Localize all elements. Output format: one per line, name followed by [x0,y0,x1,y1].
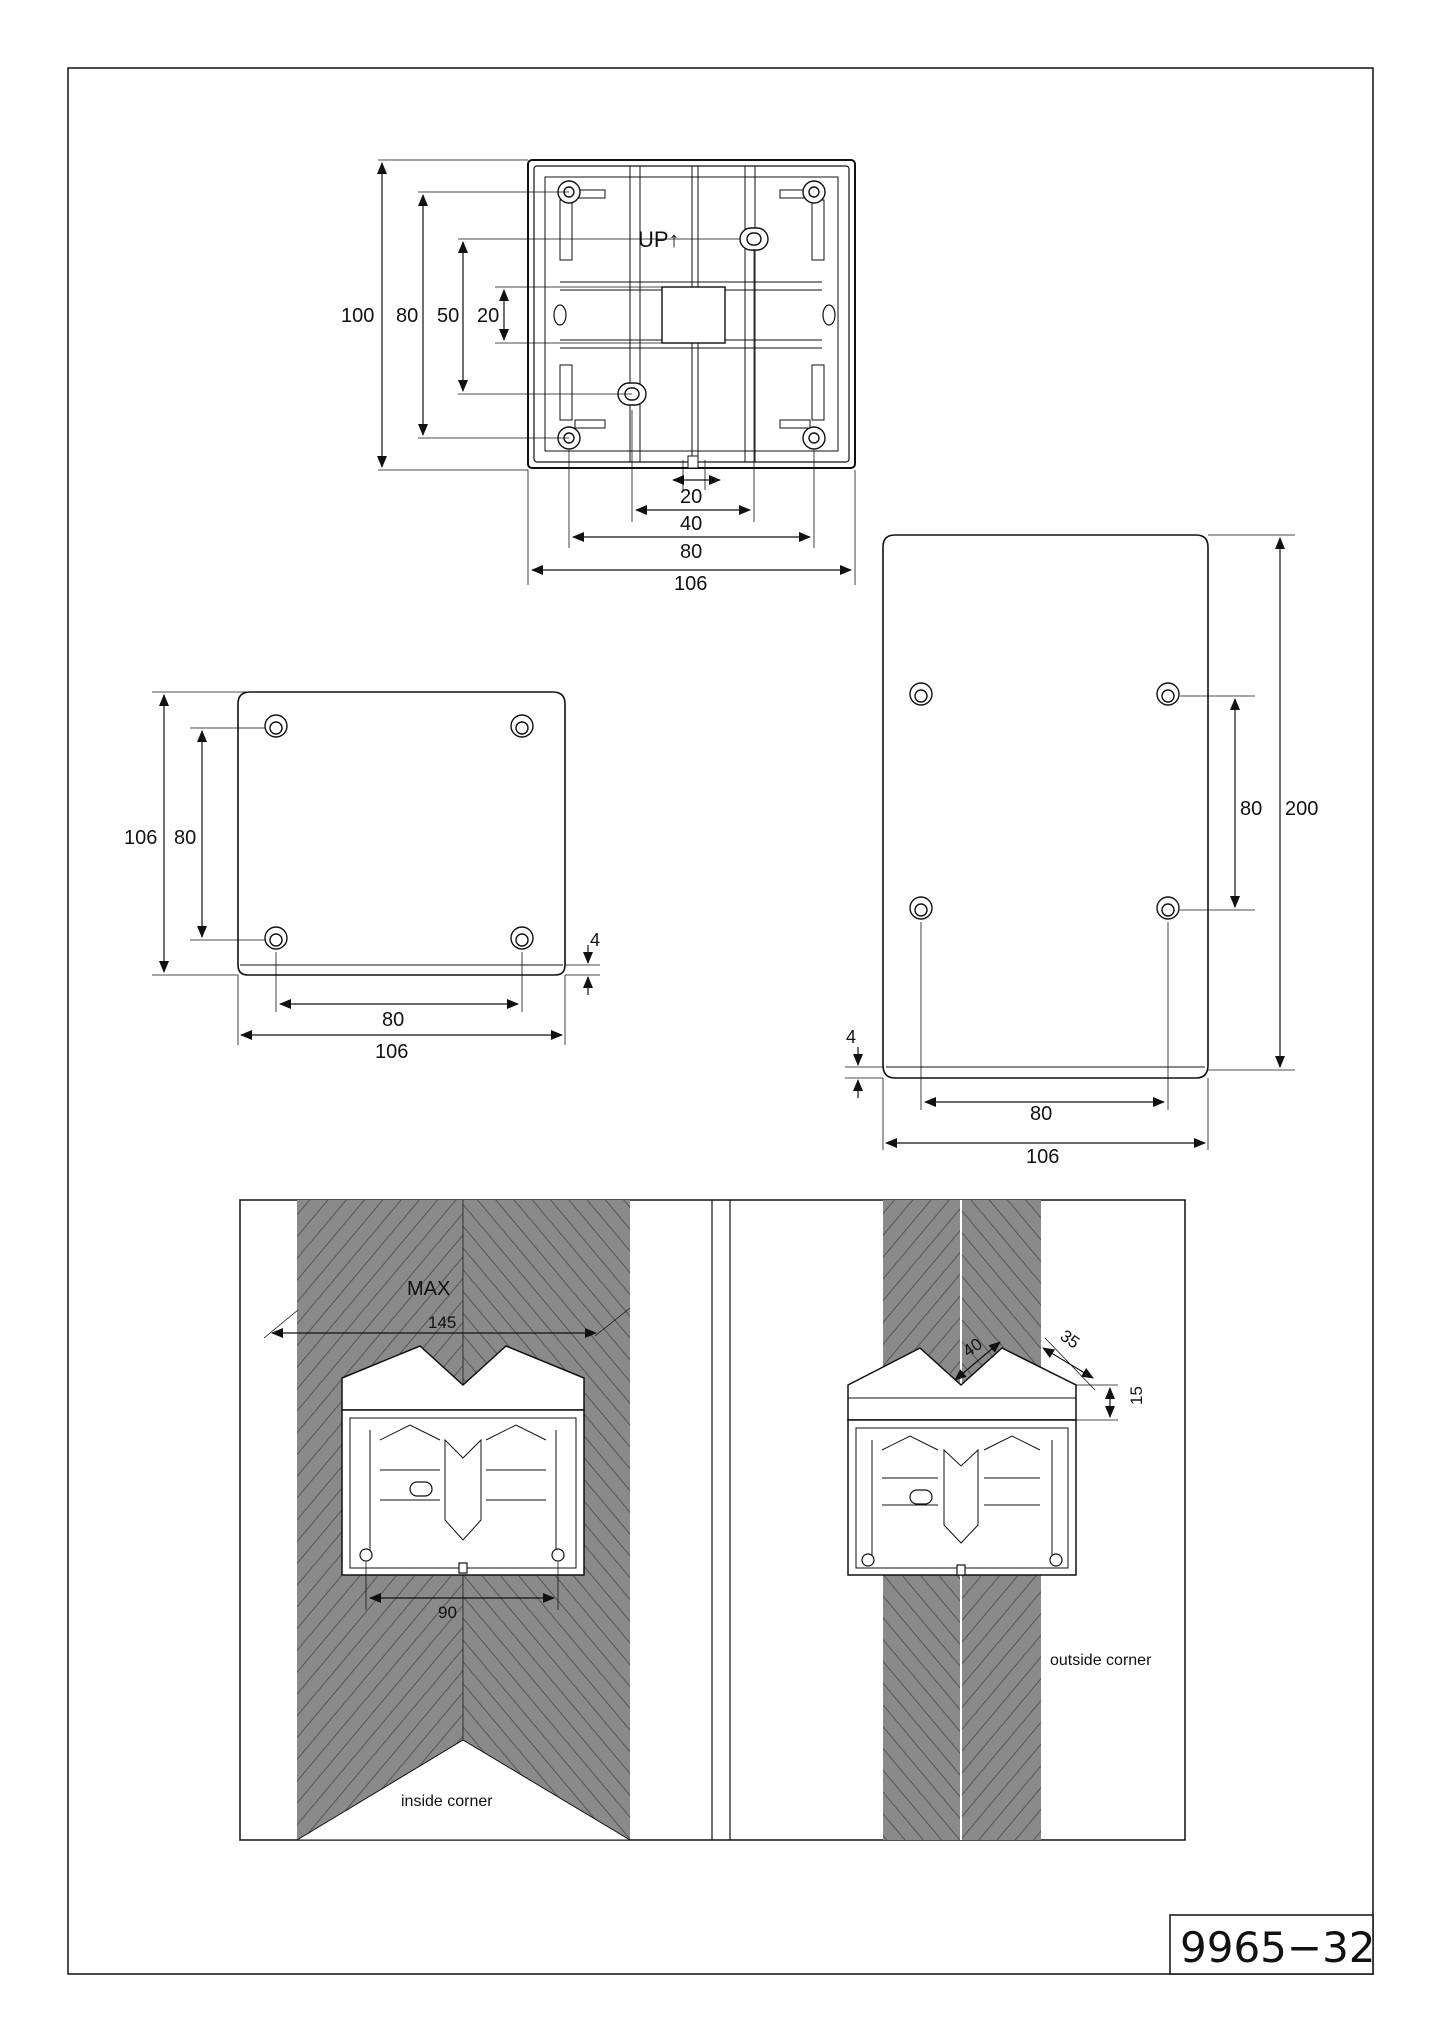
square-plate-height: 106 [124,827,157,849]
back-box-knockout [661,286,726,344]
square-plate-screw-holes [264,714,534,950]
part-number-box [1169,1914,1374,1975]
back-box-height-arrows [377,162,509,468]
square-plate-extension-lines [152,691,600,1045]
outside-corner-box [847,1347,1077,1576]
max-value: 145 [428,1313,456,1332]
inside-corner-extension-lines [263,1307,631,1610]
inside-corner-cutout [295,1739,632,1841]
inside-corner-scene: MAX 145 90 inside corner [263,1200,632,1841]
side-holes [553,304,836,326]
tall-plate-arrows [853,537,1285,1148]
square-plate-view: 106 80 80 106 4 [124,691,600,1063]
corner-screw-bosses [557,180,826,450]
tall-plate-view: 80 200 4 80 106 [845,534,1318,1168]
dim-height-100: 100 [341,305,374,327]
outside-wall-lower-right [961,1575,1041,1840]
tall-plate-screw-holes [909,682,1180,920]
square-plate-outline [237,691,566,976]
inside-corner-caption: inside corner [401,1793,493,1810]
square-plate-thickness: 4 [590,930,600,950]
square-plate-arrows [159,694,593,1040]
dim-width-80: 80 [680,541,702,563]
tall-plate-outline [882,534,1209,1079]
outside-wall-lower-left [883,1575,961,1840]
outside-corner-scene: 40 35 15 outside corner [847,1200,1152,1840]
dim-height-20: 20 [477,305,499,327]
hole-spacing-90: 90 [438,1603,457,1622]
square-plate-width: 106 [375,1041,408,1063]
tall-plate-extension-lines [845,534,1295,1150]
bottom-notch [687,455,699,469]
up-label: UP↑ [638,227,680,252]
dim-width-40: 40 [680,513,702,535]
dim-width-20: 20 [680,486,702,508]
outside-dim-15: 15 [1127,1386,1146,1405]
outside-corner-caption: outside corner [1050,1652,1152,1669]
tall-plate-hole-height: 80 [1240,798,1262,820]
square-plate-hole-width: 80 [382,1009,404,1031]
max-label: MAX [407,1278,450,1300]
dim-height-80: 80 [396,305,418,327]
back-box-ribs [559,166,825,462]
back-box-view: UP↑ 100 80 5 [341,159,856,595]
back-box-width-arrows [531,475,852,575]
dim-width-106: 106 [674,573,707,595]
corner-installation-panel: MAX 145 90 inside corner [239,1199,1186,1841]
inside-corner-arrows [271,1328,597,1603]
inside-corner-box [341,1345,585,1576]
tall-plate-thickness: 4 [846,1027,856,1047]
tall-plate-height: 200 [1285,798,1318,820]
back-box-extension-lines [378,159,856,585]
outside-corner-arrows [954,1341,1115,1418]
tall-plate-hole-width: 80 [1030,1103,1052,1125]
sheet-border [67,67,1374,1975]
part-number: 9965−32 [1180,1923,1376,1972]
tall-plate-width: 106 [1026,1146,1059,1168]
square-plate-hole-height: 80 [174,827,196,849]
dim-height-50: 50 [437,305,459,327]
